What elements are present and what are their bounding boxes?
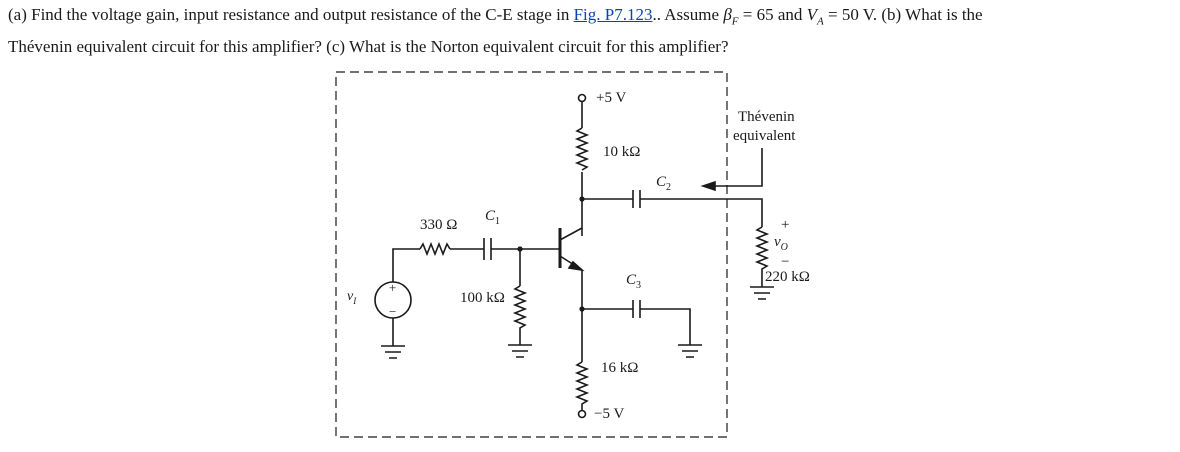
rl-resistor <box>754 226 770 287</box>
vo-label: vO <box>774 234 788 253</box>
problem-line-2: Thévenin equivalent circuit for this amp… <box>8 37 729 57</box>
rb-resistor <box>512 285 528 345</box>
beta-value: = 65 and <box>738 5 807 24</box>
problem-assume: .. Assume <box>652 5 724 24</box>
source-minus-label: − <box>389 304 396 319</box>
vo-plus-label: + <box>781 217 789 233</box>
c3-ground-icon <box>678 344 702 358</box>
source-plus-label: + <box>389 280 396 295</box>
re-resistor <box>574 361 590 410</box>
va-symbol: V <box>806 5 818 24</box>
problem-text: (a) Find the voltage gain, input resista… <box>8 2 1173 59</box>
rc-label: 10 kΩ <box>603 144 640 160</box>
vee-label: −5 V <box>594 406 624 422</box>
rc-resistor <box>574 127 590 171</box>
c2-capacitor <box>632 190 641 208</box>
rb-label: 100 kΩ <box>460 290 505 306</box>
output-wire <box>640 198 763 227</box>
vcc-terminal <box>577 93 587 103</box>
c1-label: C1 <box>485 208 500 227</box>
emitter-arrow-icon <box>567 260 585 272</box>
c1-capacitor <box>483 238 492 260</box>
thevenin-label-line2: equivalent <box>733 128 796 144</box>
rl-ground-icon <box>750 286 774 300</box>
source-ground-icon <box>381 345 405 359</box>
problem-part-a: (a) Find the voltage gain, input resista… <box>8 5 574 24</box>
emitter-node <box>579 306 585 312</box>
vcc-label: +5 V <box>596 90 626 106</box>
vo-minus-label: − <box>781 254 789 270</box>
beta-symbol: β <box>723 5 732 24</box>
re-label: 16 kΩ <box>601 360 638 376</box>
beta-subscript: F <box>731 15 739 28</box>
vee-terminal <box>577 409 587 419</box>
c3-capacitor <box>632 300 641 318</box>
vi-label: vI <box>347 289 357 306</box>
figure-link[interactable]: Fig. P7.123 <box>573 5 653 24</box>
c2-label: C2 <box>656 174 671 193</box>
source-top-wire <box>392 248 420 282</box>
transistor-collector <box>559 227 583 241</box>
rs-label: 330 Ω <box>420 217 457 233</box>
thevenin-arrow-icon <box>700 180 716 192</box>
va-value: = 50 V. (b) What is the <box>823 5 983 24</box>
thevenin-label-line1: Thévenin <box>738 109 795 125</box>
rl-label: 220 kΩ <box>765 269 810 285</box>
va-subscript: A <box>817 15 824 28</box>
figure-frame <box>335 71 728 438</box>
collector-node <box>579 196 585 202</box>
rs-resistor <box>419 241 451 257</box>
rb-ground-icon <box>508 344 532 358</box>
c3-label: C3 <box>626 272 641 291</box>
thevenin-pointer <box>710 148 763 187</box>
c3-right-wire <box>640 308 691 345</box>
